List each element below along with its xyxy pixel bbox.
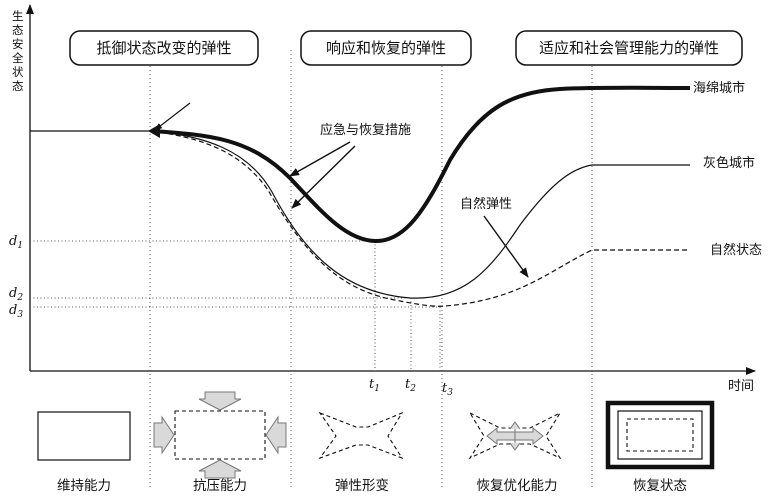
grey-city-curve — [151, 130, 690, 299]
emergency-arrow-2 — [291, 145, 356, 209]
t1-label: t1 — [369, 377, 380, 394]
grey-city-label: 灰色城市 — [703, 155, 755, 171]
x-axis-label: 时间 — [728, 379, 754, 394]
y-axis-char-5: 状 — [12, 65, 24, 79]
natural-state-curve — [151, 130, 690, 307]
natural-resilience-label: 自然弹性 — [460, 196, 512, 212]
maintain-label: 维持能力 — [57, 478, 111, 494]
y-axis-char-2: 态 — [12, 23, 24, 37]
t3-label: t3 — [442, 381, 453, 398]
compression-icon — [153, 391, 287, 479]
phase-respond: 响应和恢复的弹性 — [300, 30, 472, 66]
y-axis-char-6: 态 — [12, 79, 24, 93]
recovered-label: 恢复状态 — [633, 477, 687, 494]
natural-state-label: 自然状态 — [710, 242, 762, 258]
elastic-icon — [318, 411, 404, 460]
emergency-arrow-1 — [289, 141, 351, 177]
elastic-label: 弹性形变 — [335, 478, 389, 494]
d3-label: d3 — [9, 303, 23, 320]
optimize-icon — [468, 411, 562, 460]
y-axis-label: 生 态 安 全 状 态 — [12, 9, 24, 93]
y-axis-char-3: 安 — [12, 37, 24, 51]
d1-label: d1 — [9, 234, 23, 251]
phase-adapt: 适应和社会管理能力的弹性 — [515, 30, 743, 66]
optimize-label: 恢复优化能力 — [477, 477, 558, 494]
d2-label: d2 — [9, 286, 23, 303]
natural-resilience-arrow — [483, 215, 529, 278]
y-axis-char-1: 生 — [12, 9, 24, 23]
compression-label: 抗压能力 — [193, 478, 247, 494]
y-axis-char-4: 全 — [12, 51, 24, 65]
emergency-label: 应急与恢复措施 — [320, 122, 411, 138]
disturbance-pointer — [154, 102, 191, 131]
phase-respond-label: 响应和恢复的弹性 — [326, 39, 446, 57]
phase-resist: 抵御状态改变的弹性 — [69, 30, 259, 66]
maintain-icon — [37, 411, 131, 461]
t2-label: t2 — [405, 377, 416, 394]
phase-adapt-label: 适应和社会管理能力的弹性 — [539, 39, 719, 57]
phase-resist-label: 抵御状态改变的弹性 — [96, 39, 231, 57]
recovered-icon — [605, 400, 715, 470]
sponge-city-label: 海绵城市 — [693, 80, 745, 96]
sponge-city-curve — [151, 85, 691, 244]
